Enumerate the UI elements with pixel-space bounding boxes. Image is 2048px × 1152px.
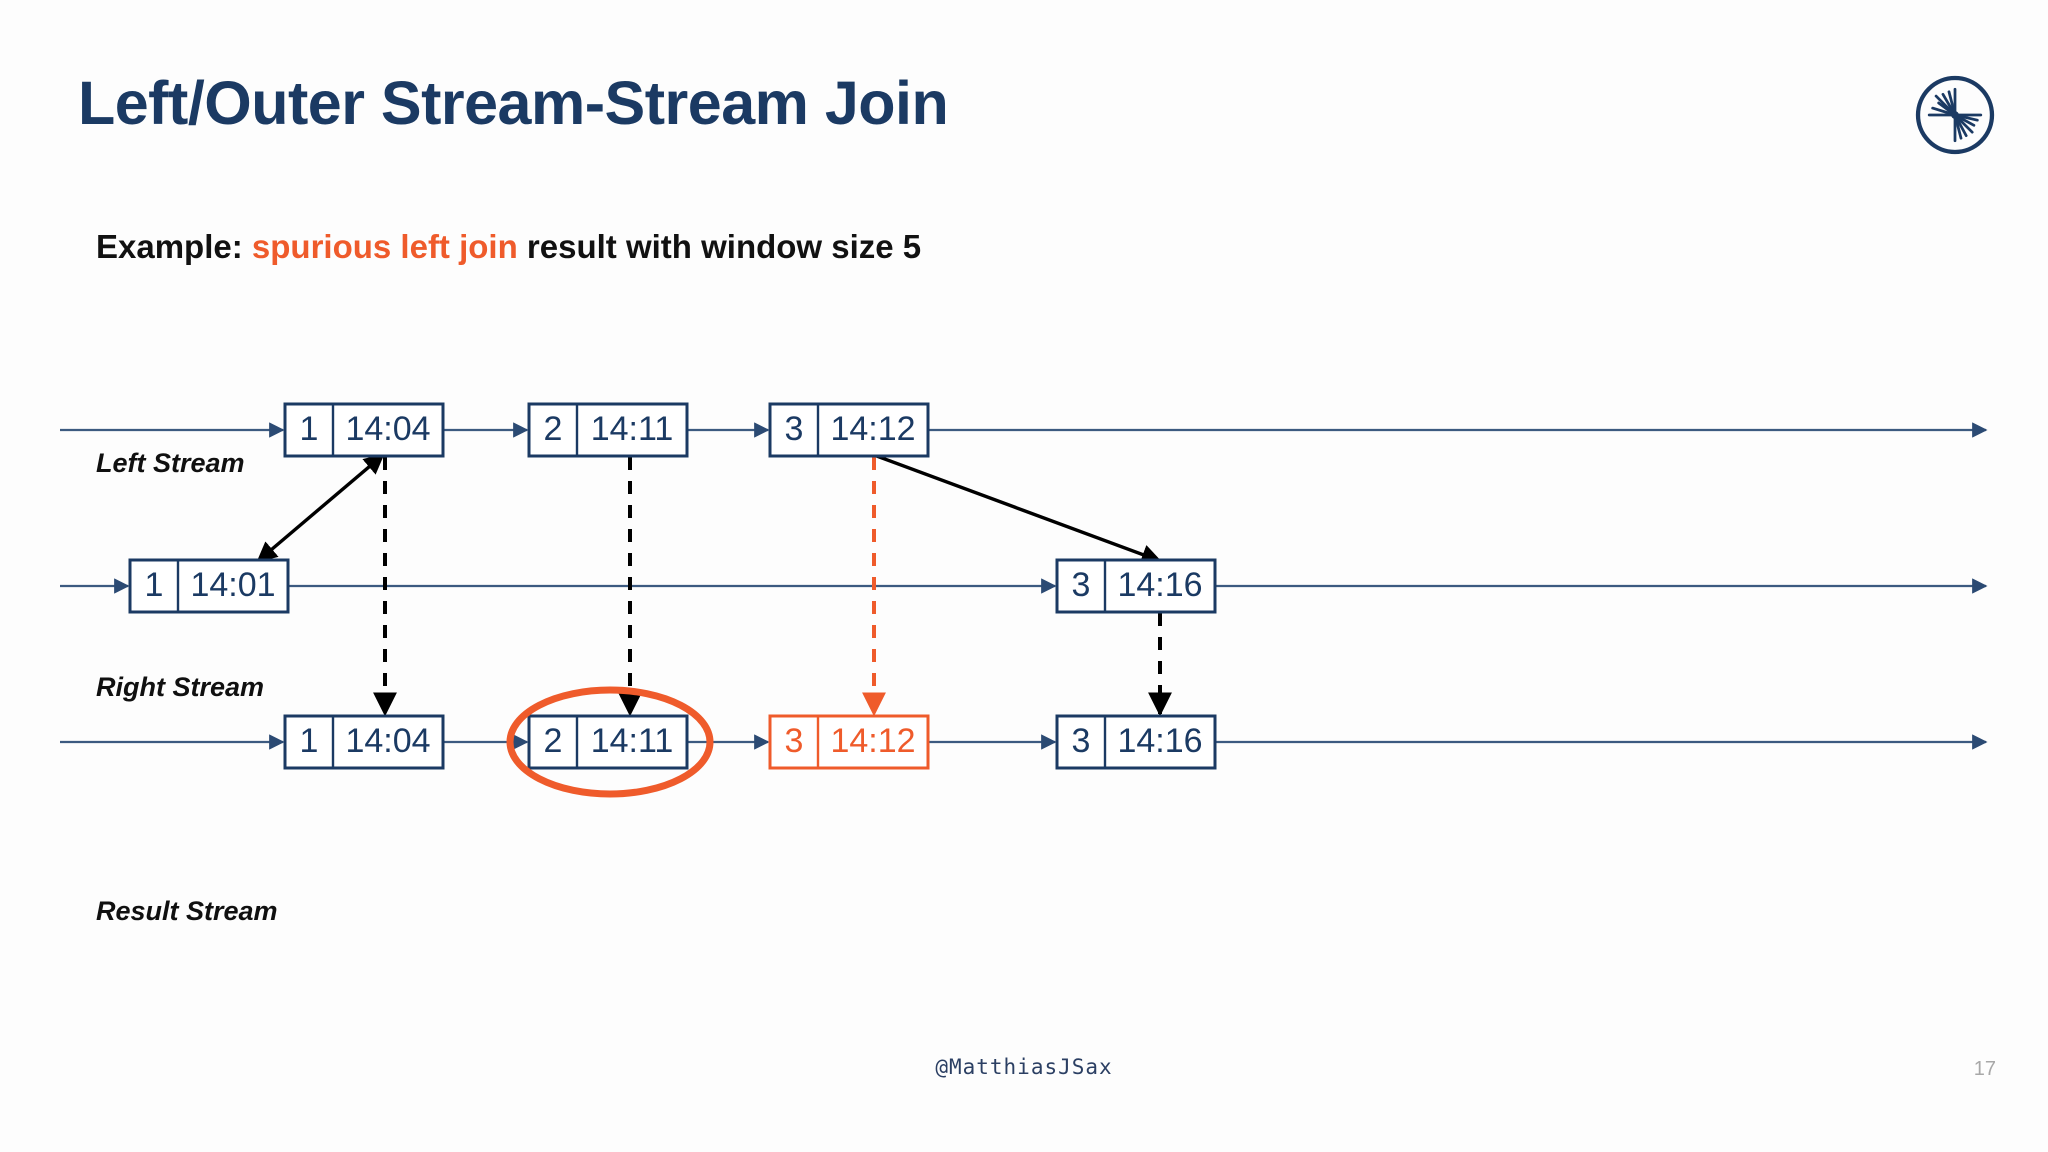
confluent-starburst-logo [1915,75,1995,155]
event-key: 3 [1072,722,1091,760]
subtitle-lead: Example: [96,228,252,265]
event-timestamp: 14:12 [830,410,915,448]
event-key: 1 [300,410,319,448]
right-stream-event-3-14:16[interactable]: 3 14:16 [1055,558,1217,614]
result-stream-event-2-14:11[interactable]: 2 14:11 [527,714,689,770]
right-stream-event-1-14:01[interactable]: 1 14:01 [128,558,290,614]
event-key: 3 [785,722,804,760]
result-stream-event-3-14:16[interactable]: 3 14:16 [1055,714,1217,770]
subtitle-tail: result with window size 5 [517,228,922,265]
event-box [527,402,689,458]
join-arrow-left-1-to-right-1 [256,453,385,563]
event-timestamp: 14:11 [591,410,674,448]
event-box [128,558,290,614]
left-stream-label: Left Stream [96,448,245,478]
event-timestamp: 14:04 [345,722,430,760]
left-stream-event-2-14:11[interactable]: 2 14:11 [527,402,689,458]
join-arrow-left-3-to-right-3 [873,453,1162,565]
event-key: 3 [785,410,804,448]
event-timestamp: 14:04 [345,410,430,448]
event-timestamp: 14:01 [190,566,275,604]
result-stream-label: Result Stream [96,896,278,926]
event-box [283,714,445,770]
event-timestamp: 14:16 [1117,722,1202,760]
event-timestamp: 14:12 [830,722,915,760]
event-box [768,714,930,770]
event-box [768,402,930,458]
subtitle: Example: spurious left join result with … [96,228,921,266]
event-timestamp: 14:16 [1117,566,1202,604]
event-key: 1 [300,722,319,760]
event-box [1055,558,1217,614]
result-stream-event-3-14:12[interactable]: 3 14:12 [768,714,930,770]
spurious-result-highlight-ellipse [506,686,714,798]
right-stream-label: Right Stream [96,672,265,702]
left-stream-event-3-14:12[interactable]: 3 14:12 [768,402,930,458]
page-number: 17 [1973,1058,1996,1080]
event-box [1055,714,1217,770]
event-box [283,402,445,458]
event-key: 3 [1072,566,1091,604]
event-key: 1 [145,566,164,604]
result-stream-event-1-14:04[interactable]: 1 14:04 [283,714,445,770]
page-title: Left/Outer Stream-Stream Join [78,69,949,137]
subtitle-highlight: spurious left join [251,228,518,265]
event-timestamp: 14:11 [591,722,674,760]
event-box [527,714,689,770]
event-key: 2 [544,722,563,760]
event-key: 2 [544,410,563,448]
author-handle: @MatthiasJSax [935,1055,1113,1079]
left-stream-event-1-14:04[interactable]: 1 14:04 [283,402,445,458]
